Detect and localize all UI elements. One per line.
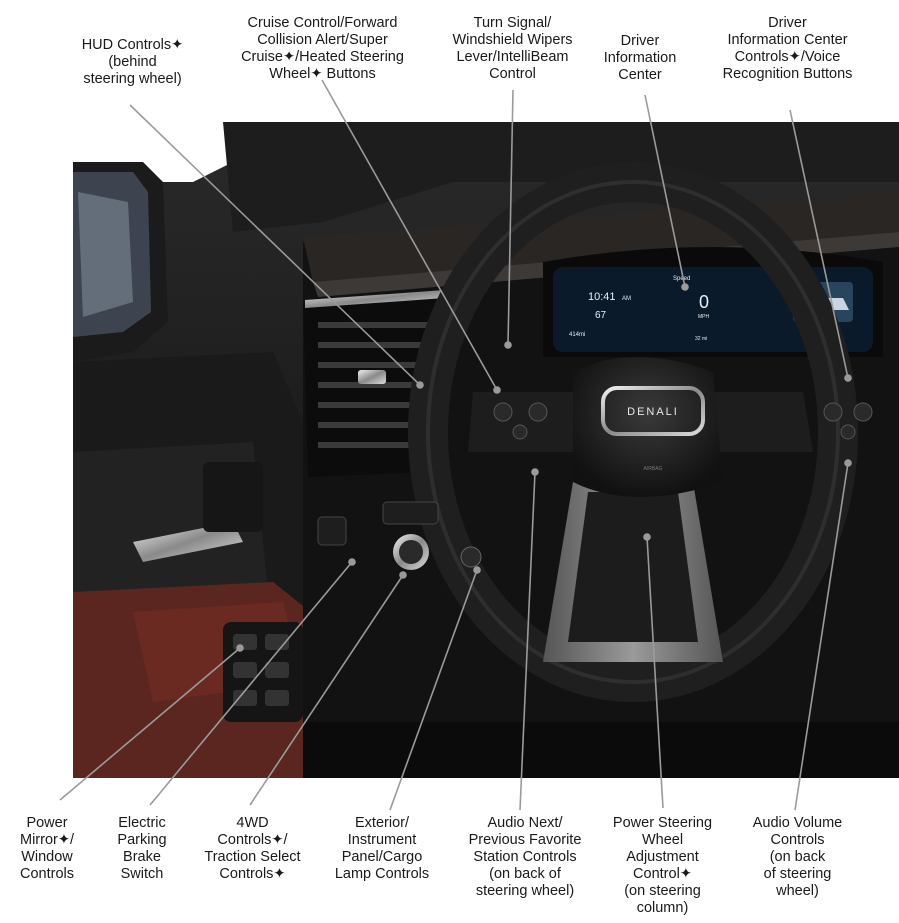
label-4wd-controls: 4WD Controls✦/ Traction Select Controls✦ xyxy=(204,815,301,882)
cluster-speed-label: Speed xyxy=(673,276,690,282)
label-power-steering-adjustment: Power Steering Wheel Adjustment Control✦… xyxy=(612,815,713,916)
label-exterior-lamp-controls: Exterior/ Instrument Panel/Cargo Lamp Co… xyxy=(334,815,430,882)
cluster-temp: 67 xyxy=(595,310,607,321)
cluster-speed-unit: MPH xyxy=(698,314,710,320)
label-power-mirror-window: Power Mirror✦/ Window Controls xyxy=(19,815,75,882)
label-turn-signal: Turn Signal/ Windshield Wipers Lever/Int… xyxy=(452,15,573,82)
denali-badge: DENALI xyxy=(627,406,679,418)
cluster-time-suffix: AM xyxy=(622,296,631,302)
label-electric-parking-brake: Electric Parking Brake Switch xyxy=(117,815,167,882)
label-cruise-control: Cruise Control/Forward Collision Alert/S… xyxy=(241,15,404,82)
cluster-range: 32 mi xyxy=(695,336,707,342)
dashboard-photo: 10:41 AM 67 414mi Speed 0 MPH 32 mi DENA… xyxy=(73,122,899,778)
label-hud-controls: HUD Controls✦ (behind steering wheel) xyxy=(81,37,184,87)
airbag-label: AIRBAG xyxy=(644,466,663,472)
cluster-speed: 0 xyxy=(699,292,709,312)
label-driver-information-center: Driver Information Center xyxy=(603,33,677,83)
label-dic-controls: Driver Information Center Controls✦/Voic… xyxy=(722,15,853,82)
cluster-odometer: 414mi xyxy=(569,332,585,338)
label-audio-volume: Audio Volume Controls (on back of steeri… xyxy=(752,815,843,899)
label-audio-next-previous: Audio Next/ Previous Favorite Station Co… xyxy=(468,815,582,899)
cluster-time: 10:41 xyxy=(588,291,616,303)
